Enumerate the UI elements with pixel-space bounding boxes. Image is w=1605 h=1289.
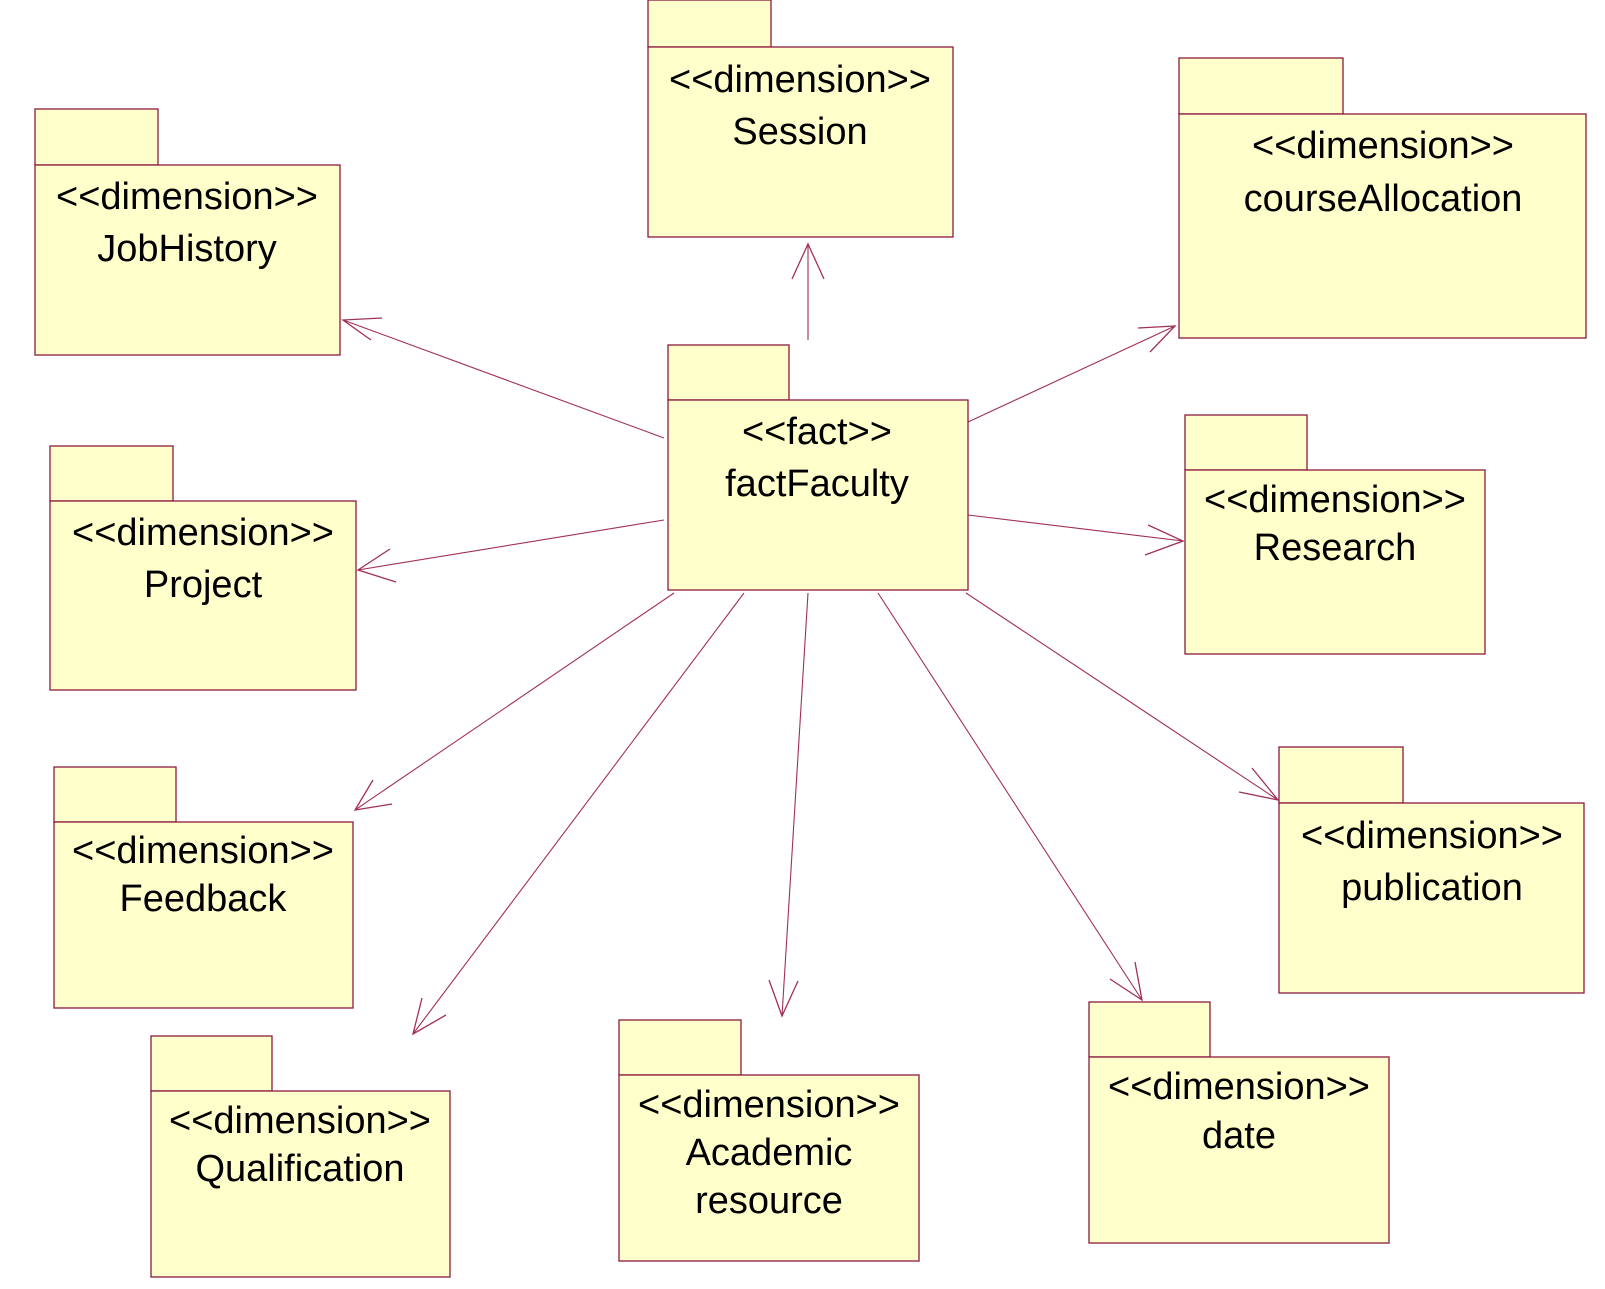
package-stereotype: <<dimension>> — [72, 512, 334, 554]
dependency-arrow-project — [356, 519, 665, 583]
package-name: Project — [144, 564, 263, 606]
package-tab — [1184, 414, 1308, 471]
package-fact-faculty[interactable]: <<fact>> factFaculty — [667, 344, 969, 591]
package-body — [1184, 469, 1486, 655]
package-tab — [647, 0, 772, 48]
package-tab — [49, 445, 174, 502]
dependency-arrow-publication — [965, 592, 1280, 802]
dependency-arrow-feedback — [353, 592, 675, 811]
package-body — [1178, 113, 1587, 339]
dependency-arrow-academic-resource — [768, 592, 809, 1018]
package-tab — [34, 108, 159, 166]
package-tab — [667, 344, 790, 401]
dependency-arrow-qualification — [411, 592, 745, 1036]
package-stereotype: <<dimension>> — [669, 59, 931, 101]
package-tab — [1278, 746, 1404, 804]
package-job-history[interactable]: <<dimension>> JobHistory — [34, 108, 341, 356]
package-name: JobHistory — [97, 228, 277, 270]
package-body — [647, 46, 954, 238]
package-name-line1: Academic — [686, 1132, 853, 1174]
package-course-allocation[interactable]: <<dimension>> courseAllocation — [1178, 57, 1587, 339]
package-body — [1088, 1056, 1390, 1244]
package-session[interactable]: <<dimension>> Session — [647, 0, 954, 238]
package-body — [618, 1074, 920, 1262]
package-name: factFaculty — [725, 463, 909, 505]
package-body — [1278, 802, 1585, 994]
package-stereotype: <<dimension>> — [169, 1100, 431, 1142]
package-stereotype: <<dimension>> — [638, 1084, 900, 1126]
package-body — [34, 164, 341, 356]
package-stereotype: <<dimension>> — [56, 176, 318, 218]
package-name: Research — [1254, 527, 1417, 569]
package-stereotype: <<dimension>> — [72, 830, 334, 872]
package-name: Feedback — [120, 878, 288, 920]
package-tab — [618, 1019, 742, 1076]
package-name: Session — [732, 111, 867, 153]
dependency-arrow-job-history — [341, 317, 665, 439]
package-stereotype: <<dimension>> — [1301, 815, 1563, 857]
dependency-arrow-date — [877, 592, 1143, 1002]
package-name: publication — [1341, 867, 1523, 909]
package-tab — [1088, 1001, 1211, 1058]
package-publication[interactable]: <<dimension>> publication — [1278, 746, 1585, 994]
package-academic-resource[interactable]: <<dimension>> Academic resource — [618, 1019, 920, 1262]
package-research[interactable]: <<dimension>> Research — [1184, 414, 1486, 655]
package-body — [49, 500, 357, 691]
dependency-arrow-course-allocation — [967, 325, 1177, 423]
package-name: Qualification — [195, 1148, 404, 1190]
package-stereotype: <<dimension>> — [1108, 1066, 1370, 1108]
dependency-arrow-research — [967, 514, 1185, 556]
package-feedback[interactable]: <<dimension>> Feedback — [53, 766, 354, 1009]
package-tab — [150, 1035, 273, 1092]
package-date[interactable]: <<dimension>> date — [1088, 1001, 1390, 1244]
package-name-line2: resource — [695, 1180, 843, 1222]
package-qualification[interactable]: <<dimension>> Qualification — [150, 1035, 451, 1278]
package-stereotype: <<dimension>> — [1204, 479, 1466, 521]
package-tab — [1178, 57, 1344, 115]
package-stereotype: <<fact>> — [742, 411, 892, 453]
package-tab — [53, 766, 177, 823]
dependency-arrow-session — [791, 242, 825, 340]
package-project[interactable]: <<dimension>> Project — [49, 445, 357, 691]
package-name: courseAllocation — [1244, 178, 1523, 220]
package-name: date — [1202, 1115, 1276, 1157]
package-body — [667, 399, 969, 591]
dependency-arrows — [341, 242, 1280, 1036]
package-body — [150, 1090, 451, 1278]
package-stereotype: <<dimension>> — [1252, 125, 1514, 167]
package-body — [53, 821, 354, 1009]
